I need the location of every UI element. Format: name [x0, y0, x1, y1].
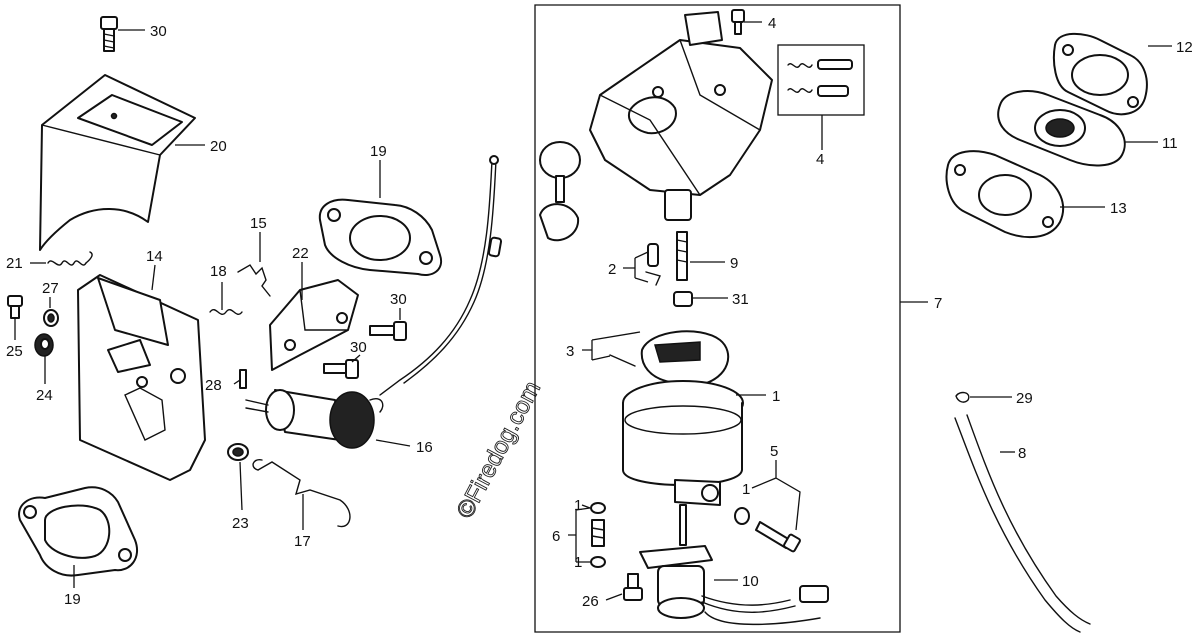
callout-9: 9	[730, 255, 738, 272]
callout-19-upper: 19	[370, 143, 387, 160]
air-cleaner-cover-20	[39, 74, 196, 251]
callout-23: 23	[232, 515, 249, 532]
callout-1-bowl: 1	[772, 388, 780, 405]
leader-lines	[14, 21, 1172, 601]
fuel-tube-8	[954, 414, 1091, 633]
bolt-25	[7, 295, 23, 319]
callout-8: 8	[1018, 445, 1026, 462]
callout-16: 16	[416, 439, 433, 456]
bracket-22	[269, 279, 359, 371]
callout-20: 20	[210, 138, 227, 155]
jet-set-2	[645, 243, 661, 286]
solenoid-16	[245, 155, 503, 449]
callout-11: 11	[1162, 135, 1178, 152]
callout-2: 2	[608, 261, 616, 278]
bolt-30-low	[323, 359, 359, 379]
spring-21	[47, 251, 93, 266]
screw-4-top	[731, 9, 745, 35]
callout-19-lower: 19	[64, 591, 81, 608]
callout-labels: 30 20 19 21 14 15 18 22 27 25 24 30 30 2…	[6, 15, 1193, 610]
callout-4-set: 4	[816, 151, 824, 168]
pin-28	[239, 369, 247, 389]
spring-18	[209, 309, 243, 315]
gasket-12	[1052, 32, 1148, 116]
emulsion-tube-9	[676, 231, 688, 281]
callout-28: 28	[205, 377, 222, 394]
callout-7: 7	[934, 295, 942, 312]
grommet-24	[34, 333, 54, 357]
callout-21: 21	[6, 255, 23, 272]
watermark-text: ©Firedog.com	[451, 377, 546, 523]
callout-17: 17	[294, 533, 311, 550]
carburetor-body	[589, 11, 773, 221]
callout-14: 14	[146, 248, 163, 265]
callout-31: 31	[732, 291, 749, 308]
callout-26: 26	[582, 593, 599, 610]
callout-25: 25	[6, 343, 23, 360]
spring-15	[237, 264, 271, 297]
callout-30-low: 30	[350, 339, 367, 356]
gasket-19-lower	[18, 486, 138, 577]
choke-lever	[539, 141, 581, 242]
callout-1-drain-bottom: 1	[574, 554, 582, 571]
grommet-23	[227, 443, 249, 461]
drain-set-6	[590, 502, 606, 568]
drain-screw-5	[734, 507, 801, 553]
callout-3: 3	[566, 343, 574, 360]
bolt-26	[623, 573, 643, 601]
callout-4-top: 4	[768, 15, 776, 32]
washer-27	[43, 309, 59, 327]
callout-22: 22	[292, 245, 309, 262]
callout-24: 24	[36, 387, 53, 404]
fuel-cut-solenoid-10	[639, 504, 829, 626]
rod-17	[252, 459, 351, 528]
callout-1-washer: 1	[742, 481, 750, 498]
callout-30-mid: 30	[390, 291, 407, 308]
float-bowl-1	[622, 380, 744, 506]
callout-15: 15	[250, 215, 267, 232]
gasket-13	[945, 150, 1065, 239]
bolt-30-top	[100, 16, 118, 52]
bolt-30-mid	[369, 321, 407, 341]
main-jet-31	[673, 291, 693, 307]
carburetor-assembly-frame-7	[534, 4, 901, 633]
callout-6: 6	[552, 528, 560, 545]
float-3	[609, 330, 730, 386]
callout-27: 27	[42, 280, 59, 297]
pilot-screw-set-4	[777, 44, 865, 116]
callout-13: 13	[1110, 200, 1127, 217]
clip-29	[955, 391, 970, 403]
bracket-14	[77, 274, 206, 481]
callout-1-drain-top: 1	[574, 497, 582, 514]
callout-5: 5	[770, 443, 778, 460]
callout-12: 12	[1176, 39, 1193, 56]
callout-10: 10	[742, 573, 759, 590]
callout-18: 18	[210, 263, 227, 280]
gasket-19-upper	[318, 198, 443, 276]
callout-29: 29	[1016, 390, 1033, 407]
callout-30-top: 30	[150, 23, 167, 40]
insulator-11	[997, 90, 1126, 167]
